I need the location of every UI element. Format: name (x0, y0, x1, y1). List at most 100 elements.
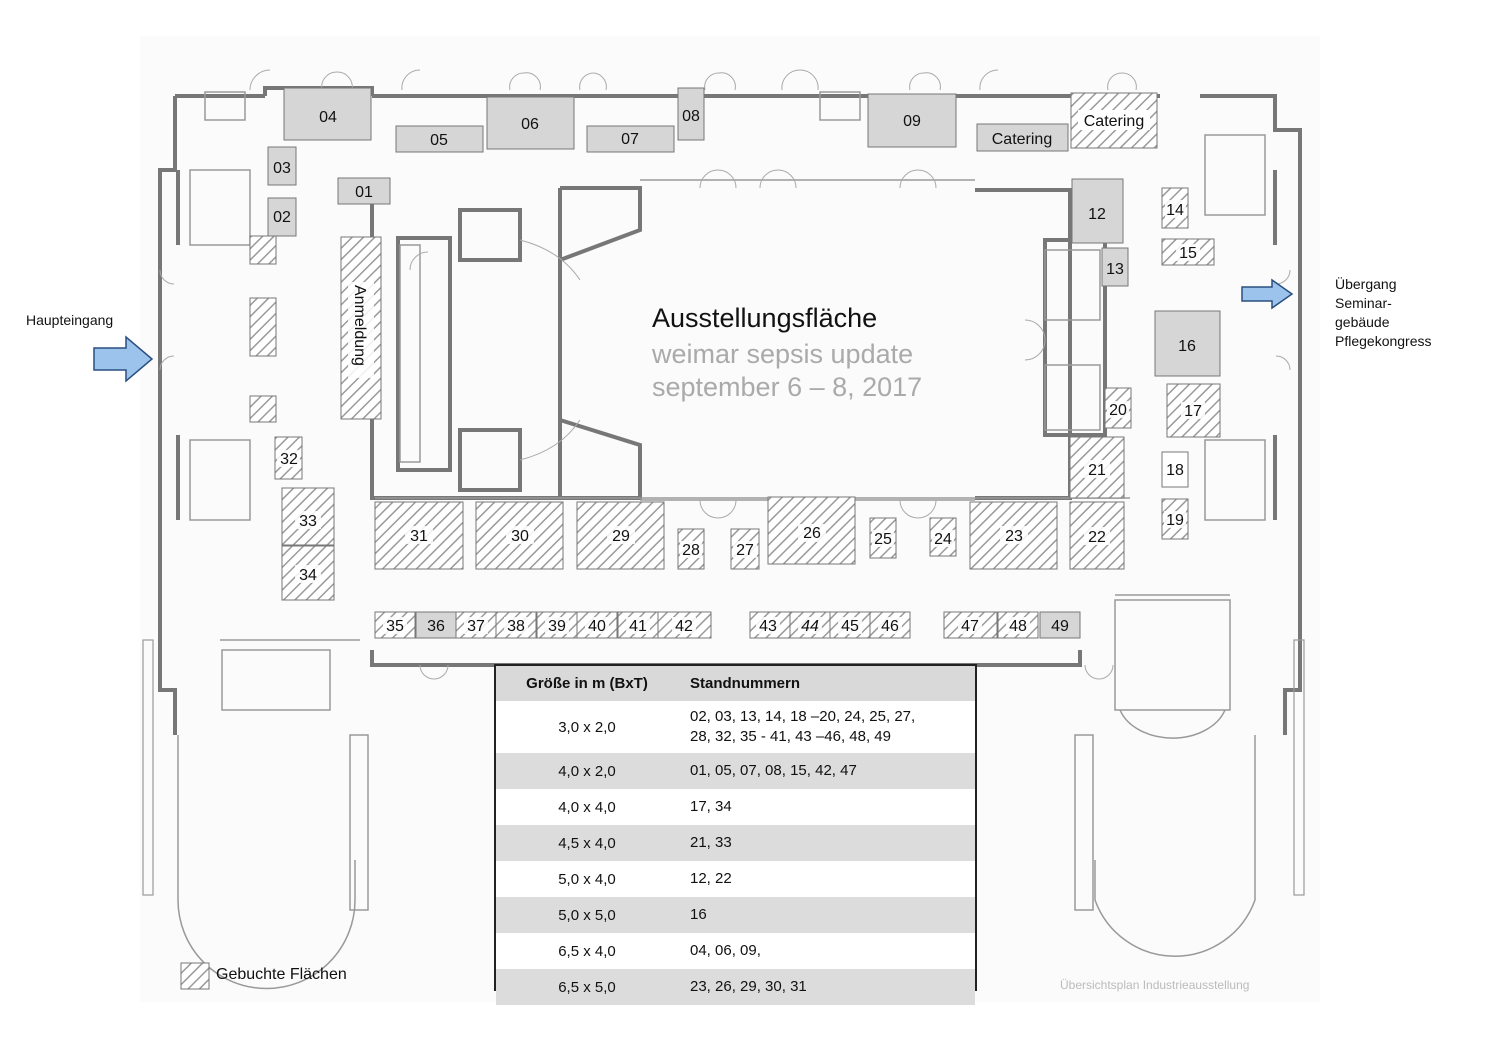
svg-text:05: 05 (430, 132, 448, 149)
booth-45[interactable]: 45 (829, 611, 871, 639)
svg-text:16: 16 (1178, 338, 1196, 355)
svg-text:33: 33 (299, 513, 317, 530)
booth-49[interactable]: 49 (1039, 611, 1081, 639)
svg-text:37: 37 (467, 618, 485, 635)
booth-01[interactable]: 01 (337, 177, 391, 205)
booths: 01 02 03 04 05 06 07 08 09 Catering Cate… (267, 87, 1221, 639)
table-header-row: Größe in m (BxT) Standnummern (496, 666, 975, 701)
svg-text:02: 02 (273, 209, 291, 226)
svg-text:34: 34 (299, 567, 317, 584)
booth-24[interactable]: 24 (929, 517, 957, 557)
booth-04[interactable]: 04 (283, 87, 372, 141)
footer-note: Übersichtsplan Industrieausstellung (1060, 978, 1250, 992)
svg-text:26: 26 (803, 525, 821, 542)
size-column-header: Größe in m (BxT) (496, 666, 678, 701)
transfer-label-line2: Seminar- (1335, 295, 1392, 311)
svg-text:14: 14 (1166, 202, 1184, 219)
booth-30[interactable]: 30 (475, 501, 564, 570)
booth-39[interactable]: 39 (536, 611, 578, 639)
booth-46[interactable]: 46 (869, 611, 911, 639)
registration-desk[interactable]: Anmeldung (340, 236, 382, 420)
booth-catering-1[interactable]: Catering (976, 123, 1069, 152)
svg-text:49: 49 (1051, 618, 1069, 635)
booth-catering-2[interactable]: Catering (1070, 92, 1158, 149)
booth-16[interactable]: 16 (1154, 310, 1221, 377)
svg-text:01: 01 (355, 184, 373, 201)
booth-28[interactable]: 28 (677, 528, 705, 570)
booth-43[interactable]: 43 (749, 611, 791, 639)
booth-32[interactable]: 32 (274, 436, 303, 480)
table-row: 4,5 x 4,0 21, 33 (496, 825, 975, 861)
booth-23[interactable]: 23 (969, 501, 1058, 570)
table-row: 6,5 x 4,0 04, 06, 09, (496, 933, 975, 969)
svg-text:43: 43 (759, 618, 777, 635)
size-cell: 3,0 x 2,0 (558, 718, 616, 736)
size-cell: 4,5 x 4,0 (496, 825, 678, 861)
booth-34[interactable]: 34 (281, 545, 335, 601)
booth-17[interactable]: 17 (1166, 383, 1221, 438)
numbers-cell: 01, 05, 07, 08, 15, 42, 47 (678, 753, 975, 789)
table-row: 4,0 x 2,0 01, 05, 07, 08, 15, 42, 47 (496, 753, 975, 789)
booth-47[interactable]: 47 (943, 611, 998, 639)
booth-07[interactable]: 07 (586, 125, 675, 153)
booth-44[interactable]: 44 (789, 611, 831, 639)
booth-22[interactable]: 22 (1069, 501, 1125, 570)
svg-text:08: 08 (682, 108, 700, 125)
table-row: 5,0 x 5,0 16 (496, 897, 975, 933)
svg-text:Anmeldung: Anmeldung (351, 285, 368, 366)
booth-13[interactable]: 13 (1101, 247, 1129, 287)
booth-35[interactable]: 35 (374, 611, 416, 639)
booth-19[interactable]: 19 (1161, 498, 1189, 540)
booth-38[interactable]: 38 (495, 611, 537, 639)
svg-text:46: 46 (881, 618, 899, 635)
size-cell: 5,0 x 5,0 (496, 897, 678, 933)
unnumbered-booked-areas (249, 235, 277, 423)
booth-02[interactable]: 02 (267, 197, 297, 237)
booth-21[interactable]: 21 (1069, 436, 1125, 499)
booth-12[interactable]: 12 (1071, 178, 1124, 244)
booth-33[interactable]: 33 (281, 487, 335, 546)
transfer-label-line1: Übergang (1335, 276, 1397, 292)
booth-05[interactable]: 05 (395, 125, 484, 153)
svg-text:03: 03 (273, 160, 291, 177)
svg-text:Catering: Catering (992, 131, 1052, 148)
size-cell: 6,5 x 4,0 (558, 942, 616, 960)
booth-14[interactable]: 14 (1161, 187, 1189, 229)
svg-text:13: 13 (1106, 261, 1124, 278)
numbers-line: 02, 03, 13, 14, 18 –20, 24, 25, 27, (690, 708, 916, 725)
main-entrance-label: Haupteingang (26, 312, 114, 328)
numbers-cell: 23, 26, 29, 30, 31 (678, 969, 975, 1005)
svg-text:21: 21 (1088, 462, 1106, 479)
booth-25[interactable]: 25 (869, 517, 897, 559)
svg-text:07: 07 (621, 131, 639, 148)
booth-20[interactable]: 20 (1104, 387, 1132, 429)
svg-text:28: 28 (682, 542, 700, 559)
svg-text:27: 27 (736, 542, 754, 559)
svg-text:30: 30 (511, 528, 529, 545)
booth-27[interactable]: 27 (730, 528, 760, 570)
booth-15[interactable]: 15 (1161, 238, 1215, 266)
booth-26[interactable]: 26 (767, 496, 856, 565)
booth-31[interactable]: 31 (374, 501, 464, 570)
booth-18[interactable]: 18 (1161, 451, 1189, 488)
svg-text:12: 12 (1088, 206, 1106, 223)
svg-text:Catering: Catering (1084, 113, 1144, 130)
booth-48[interactable]: 48 (997, 611, 1039, 639)
booth-40[interactable]: 40 (576, 611, 618, 639)
booth-09[interactable]: 09 (867, 93, 957, 148)
booth-37[interactable]: 37 (455, 611, 497, 639)
booth-29[interactable]: 29 (576, 501, 665, 570)
size-cell: 4,0 x 4,0 (558, 798, 616, 816)
svg-text:41: 41 (629, 618, 647, 635)
booth-42[interactable]: 42 (657, 611, 712, 639)
booth-08[interactable]: 08 (677, 87, 705, 141)
booth-36[interactable]: 36 (415, 611, 457, 639)
booth-03[interactable]: 03 (267, 146, 297, 186)
booth-06[interactable]: 06 (486, 96, 575, 150)
numbers-cell: 21, 33 (678, 825, 975, 861)
svg-text:06: 06 (521, 116, 539, 133)
svg-text:32: 32 (280, 451, 298, 468)
svg-text:35: 35 (386, 618, 404, 635)
booked-area-swatch-icon (180, 962, 210, 990)
booth-41[interactable]: 41 (617, 611, 659, 639)
